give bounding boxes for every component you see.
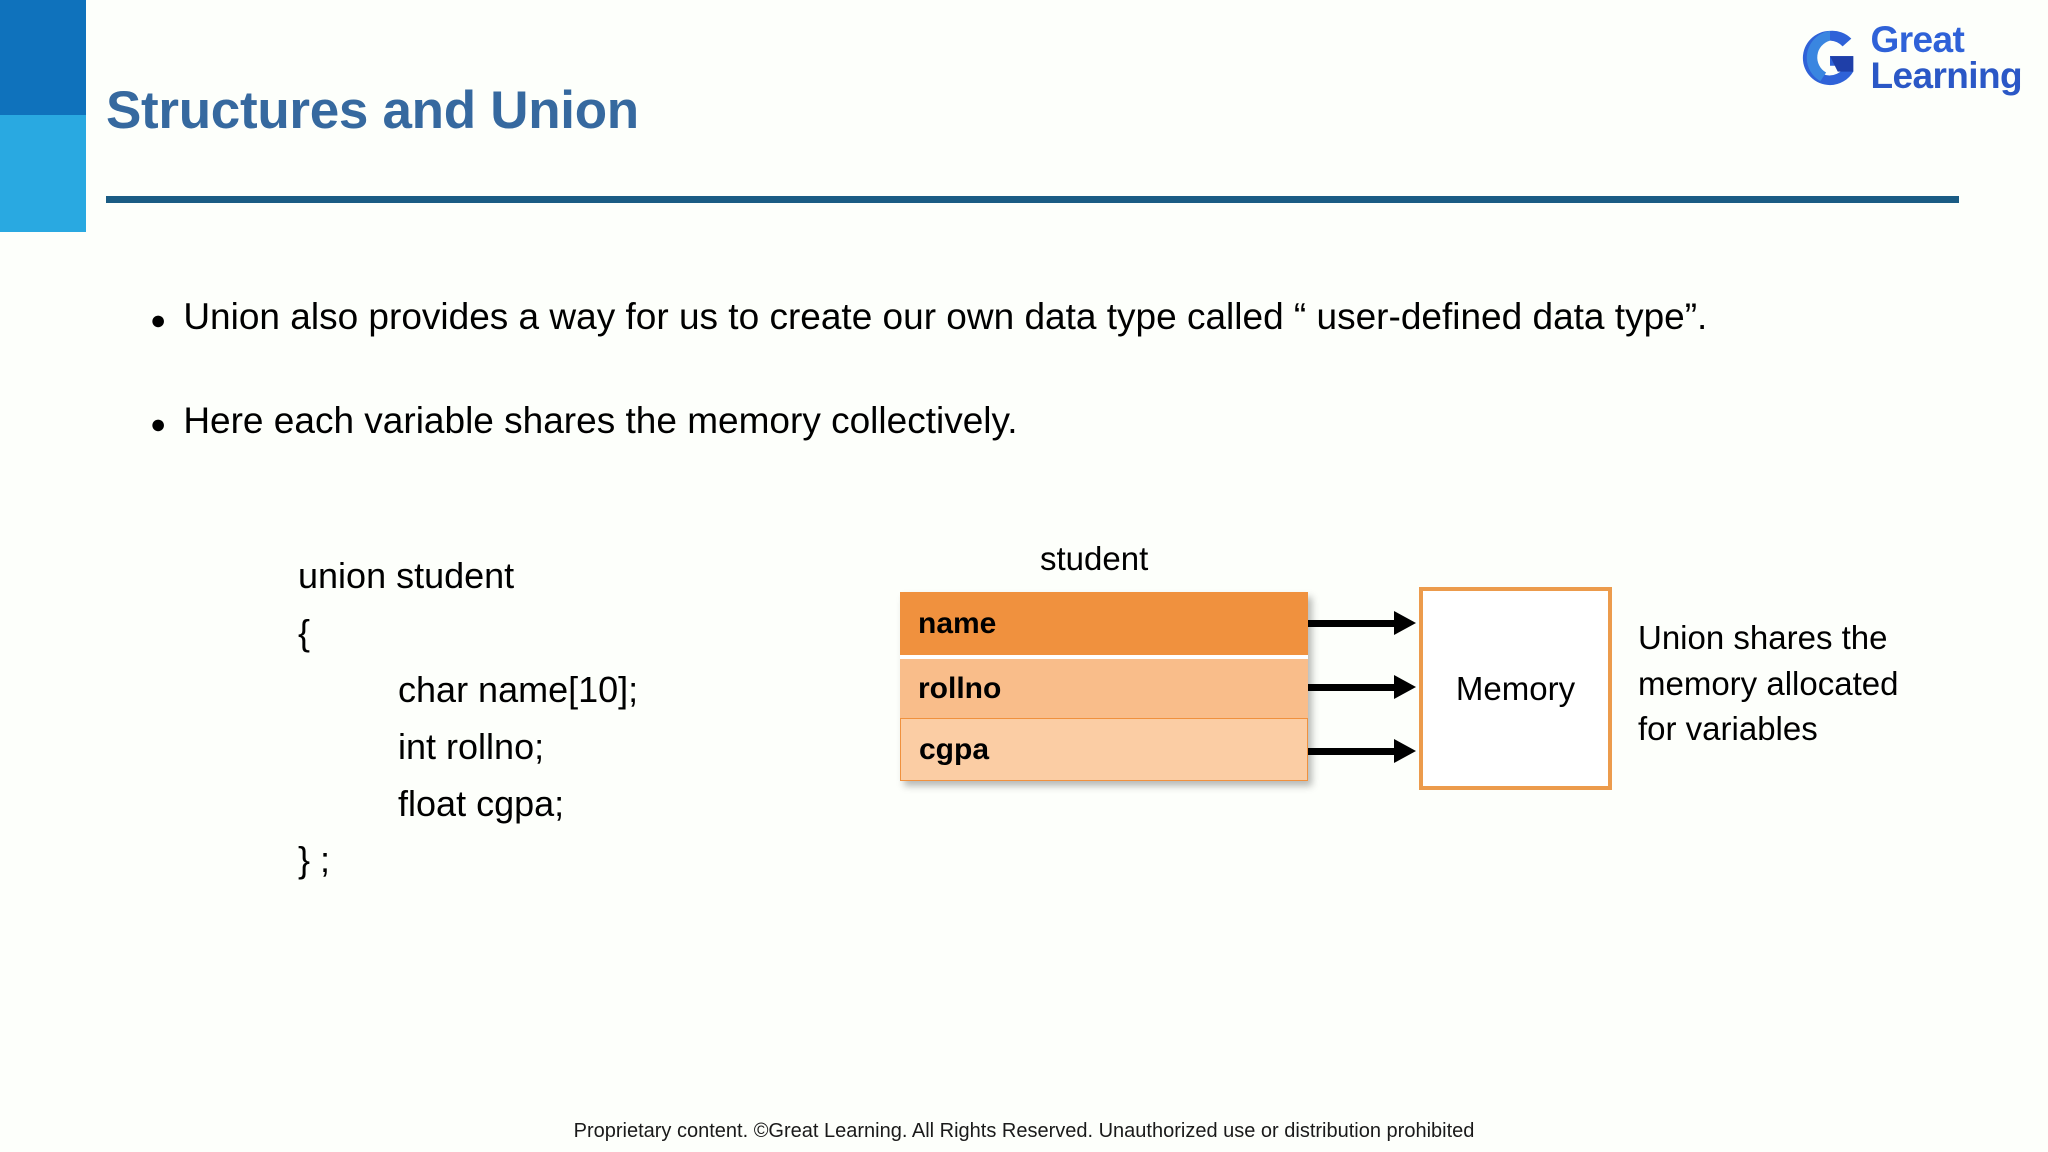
- accent-bar-light: [0, 115, 86, 232]
- footer-copyright: Proprietary content. ©Great Learning. Al…: [573, 1120, 1475, 1142]
- logo-line-2: Learning: [1870, 54, 2023, 96]
- union-code-snippet: union student { char name[10]; int rolln…: [298, 555, 639, 881]
- brand-logo: Great Learning: [1799, 19, 2023, 96]
- bullet-text: Union also provides a way for us to crea…: [183, 296, 1708, 337]
- bullet-marker-icon: ●: [150, 305, 167, 335]
- memory-box: Memory: [1419, 587, 1612, 790]
- title-divider: [106, 196, 1959, 203]
- page-title: Structures and Union: [106, 81, 639, 140]
- bullet-marker-icon: ●: [150, 409, 167, 439]
- great-learning-g-icon: [1802, 30, 1853, 85]
- bullet-text: Here each variable shares the memory col…: [183, 400, 1018, 441]
- member-band-cgpa: cgpa: [900, 718, 1308, 781]
- struct-name-label: student: [1040, 540, 1149, 577]
- arrow-right-icon: [1308, 739, 1416, 763]
- logo-line-1: Great: [1870, 19, 1965, 60]
- member-band-name: name: [900, 592, 1308, 655]
- logo-wordmark: Great Learning: [1870, 19, 2023, 96]
- accent-bar-dark: [0, 0, 86, 115]
- member-band-rollno: rollno: [900, 655, 1308, 718]
- arrow-right-icon: [1308, 675, 1416, 699]
- diagram-side-note: Union shares the memory allocated for va…: [1638, 619, 1899, 748]
- arrow-right-icon: [1308, 611, 1416, 635]
- bullet-item: ● Here each variable shares the memory c…: [150, 400, 1018, 442]
- bullet-item: ● Union also provides a way for us to cr…: [150, 296, 1707, 338]
- member-band-stack: name rollno cgpa: [900, 592, 1308, 781]
